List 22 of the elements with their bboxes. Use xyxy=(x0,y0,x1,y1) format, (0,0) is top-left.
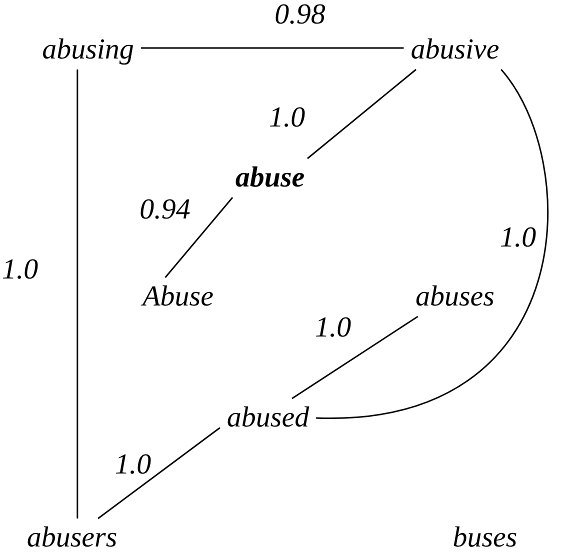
word-label: abusing xyxy=(35,30,141,70)
edge-label: 1.0 xyxy=(500,224,536,252)
connector-line xyxy=(76,70,78,518)
edge-label: 1.0 xyxy=(314,314,352,342)
edge-label: 1.0 xyxy=(2,256,38,284)
word-label: buses xyxy=(446,518,524,556)
connector-line xyxy=(316,69,548,419)
word-label: abuse xyxy=(228,158,312,198)
word-label: Abuse xyxy=(136,278,220,316)
connector-line xyxy=(98,427,220,520)
edge-label: 1.0 xyxy=(114,450,152,480)
edge-label: 0.98 xyxy=(274,0,326,30)
connector-line xyxy=(140,47,404,49)
edge-label: 1.0 xyxy=(268,104,306,132)
connector-line xyxy=(292,316,418,400)
edge-label: 0.94 xyxy=(140,196,190,224)
word-label: abusive xyxy=(404,30,506,70)
connector-line xyxy=(164,197,234,278)
connector-line xyxy=(307,68,416,160)
word-label: abused xyxy=(220,398,316,438)
word-label: abuses xyxy=(408,278,502,316)
word-label: abusers xyxy=(20,518,124,556)
